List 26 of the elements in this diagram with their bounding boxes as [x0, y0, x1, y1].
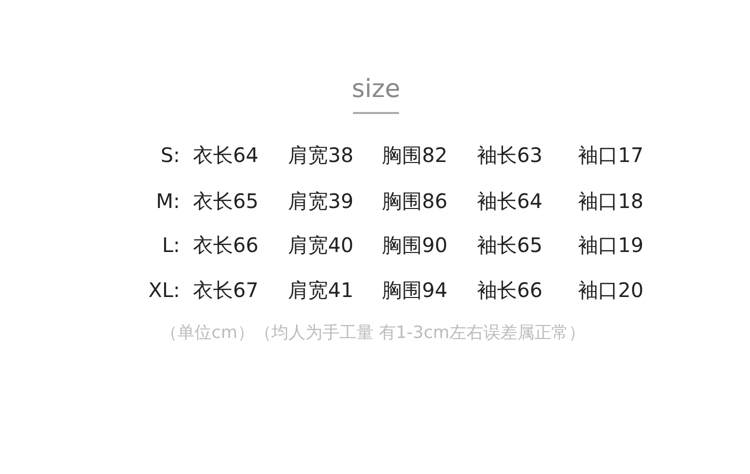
measurement-value: 肩宽41 — [288, 280, 354, 300]
measurement-value: 袖长64 — [477, 191, 542, 211]
measurement-value: 胸围90 — [382, 235, 448, 255]
measurement-value: 胸围94 — [382, 280, 448, 300]
measurement-value: 袖口19 — [578, 235, 644, 255]
measurement-value: 衣长64 — [193, 145, 258, 165]
size-label: M: — [156, 191, 180, 211]
size-label: L: — [162, 235, 180, 255]
measurement-value: 袖口18 — [578, 191, 644, 211]
measurement-value: 袖长66 — [477, 280, 542, 300]
measurement-value: 胸围82 — [382, 145, 448, 165]
measurement-value: 胸围86 — [382, 191, 448, 211]
size-label: XL: — [148, 280, 180, 300]
title: size — [352, 76, 400, 101]
measurement-value: 衣长65 — [193, 191, 258, 211]
measurement-value: 肩宽40 — [288, 235, 354, 255]
measurement-value: 袖长65 — [477, 235, 542, 255]
measurement-value: 袖长63 — [477, 145, 542, 165]
measurement-value: 袖口17 — [578, 145, 644, 165]
measurement-value: 肩宽39 — [288, 191, 354, 211]
measurement-value: 衣长67 — [193, 280, 258, 300]
measurement-value: 袖口20 — [578, 280, 644, 300]
size-label: S: — [160, 145, 180, 165]
measurement-value: 肩宽38 — [288, 145, 354, 165]
note: （单位cm）（均人为手工量 有1-3cm左右误差属正常） — [160, 325, 586, 342]
measurement-value: 衣长66 — [193, 235, 258, 255]
